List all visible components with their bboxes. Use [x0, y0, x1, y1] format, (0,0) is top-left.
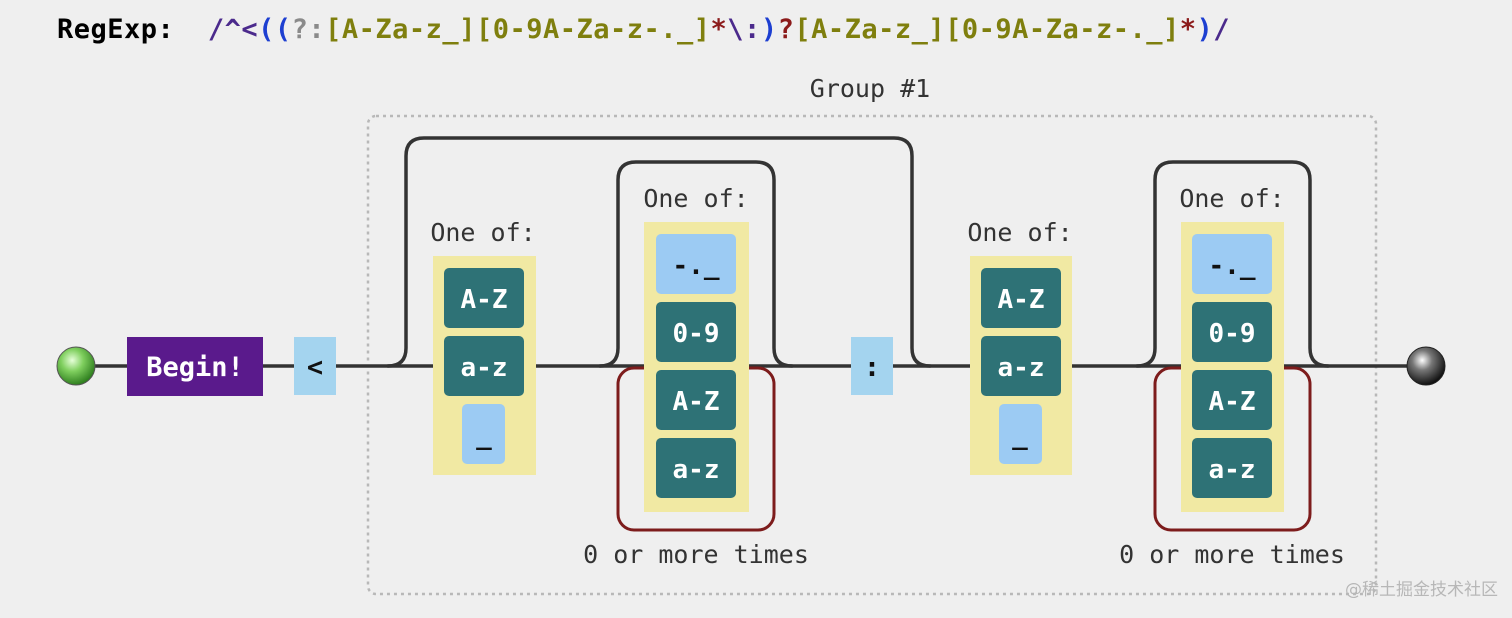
regex-token: (( — [258, 14, 292, 45]
begin-node — [127, 337, 263, 396]
literal-colon-node — [851, 337, 893, 395]
group-1-label: Group #1 — [810, 74, 930, 103]
range-a-z-upper-1 — [444, 268, 524, 328]
range-label: a-z — [1209, 455, 1256, 485]
underscore-literal-3 — [999, 404, 1042, 464]
repeat-label-2: 0 or more times — [1119, 540, 1345, 569]
regex-expression: RegExp: /^<((?:[A-Za-z_][0-9A-Za-z-._]*\… — [57, 14, 1230, 45]
range-a-z-upper-2 — [656, 370, 736, 430]
range-label: A-Z — [998, 285, 1045, 315]
literal-label: _ — [1012, 421, 1028, 451]
regex-token: ) — [760, 14, 778, 45]
regex-token: * — [1179, 14, 1197, 45]
literal-colon-label: : — [864, 352, 880, 383]
underscore-literal-1 — [462, 404, 505, 464]
range-label: a-z — [461, 353, 508, 383]
range-a-z-lower-3 — [981, 336, 1061, 396]
literal-label: -._ — [673, 251, 720, 281]
range-label: a-z — [998, 353, 1045, 383]
range-a-z-upper-4 — [1192, 370, 1272, 430]
range-a-z-upper-3 — [981, 268, 1061, 328]
repeat-label-1: 0 or more times — [583, 540, 809, 569]
regex-label: RegExp: — [57, 14, 175, 45]
range-label: A-Z — [1209, 387, 1256, 417]
range-label: A-Z — [673, 387, 720, 417]
regex-token: [0-9A-Za-z-._] — [945, 14, 1180, 45]
regex-pattern: /^<((?:[A-Za-z_][0-9A-Za-z-._]*\:)?[A-Za… — [191, 14, 1230, 45]
dash-dot-underscore-2 — [656, 234, 736, 294]
range-0-9-2 — [656, 302, 736, 362]
range-label: a-z — [673, 455, 720, 485]
regex-token: ?: — [291, 14, 326, 45]
regex-token: /^< — [207, 14, 259, 45]
regex-token: [0-9A-Za-z-._] — [475, 14, 711, 45]
regex-token: ? — [777, 14, 795, 45]
regex-token: ) — [1196, 14, 1214, 45]
literal-label: _ — [476, 421, 492, 451]
dash-dot-underscore-4 — [1192, 234, 1272, 294]
regex-token: [A-Za-z_] — [325, 14, 476, 45]
start-node — [56, 346, 96, 386]
literal-label: -._ — [1209, 251, 1256, 281]
regex-token: \: — [727, 14, 761, 45]
range-label: 0-9 — [1209, 319, 1256, 349]
regex-token: * — [710, 14, 728, 45]
range-a-z-lower-1 — [444, 336, 524, 396]
range-a-z-lower-4 — [1192, 438, 1272, 498]
regex-token: / — [1213, 14, 1231, 45]
one-of-label-1: One of: — [430, 218, 535, 247]
one-of-label-4: One of: — [1179, 184, 1284, 213]
group-1-box — [366, 114, 1378, 596]
literal-lt-node — [294, 337, 336, 395]
literal-lt-label: < — [307, 352, 323, 383]
range-0-9-4 — [1192, 302, 1272, 362]
range-label: A-Z — [461, 285, 508, 315]
watermark: @稀土掘金技术社区 — [1345, 580, 1498, 600]
connector-lines — [93, 136, 1409, 368]
end-node — [1406, 346, 1446, 386]
begin-label: Begin! — [146, 352, 244, 383]
range-label: 0-9 — [673, 319, 720, 349]
one-of-label-2: One of: — [643, 184, 748, 213]
regex-token: [A-Za-z_] — [794, 14, 946, 45]
one-of-label-3: One of: — [967, 218, 1072, 247]
range-a-z-lower-2 — [656, 438, 736, 498]
